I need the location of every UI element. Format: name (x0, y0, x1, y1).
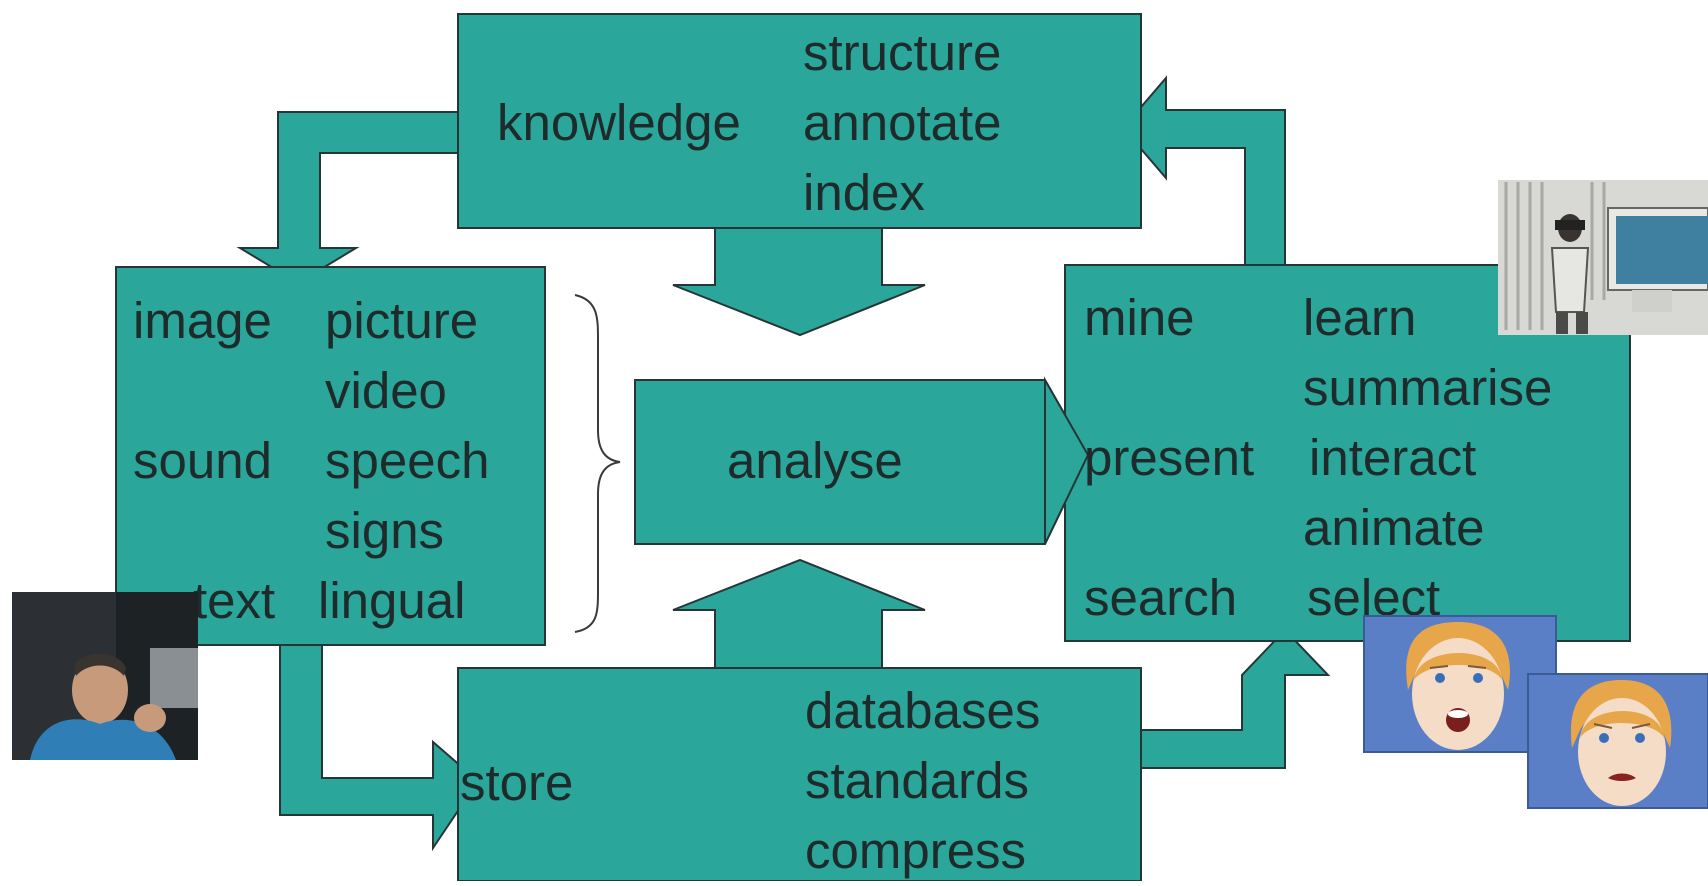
media-item: video (325, 362, 447, 419)
vr-headset-user-photo (1498, 180, 1708, 335)
application-right: interact (1309, 429, 1476, 486)
storage-box (457, 667, 1142, 882)
knowledge-action: annotate (803, 94, 1002, 151)
knowledge-label: knowledge (497, 94, 741, 151)
grouping-brace (574, 294, 621, 633)
analyse-arrow-tip (1044, 376, 1090, 545)
media-item: lingual (318, 572, 465, 629)
application-right: learn (1303, 289, 1416, 346)
arrow-storage-to-analyse (672, 558, 926, 671)
application-right: animate (1303, 499, 1484, 556)
knowledge-box (457, 13, 1142, 229)
media-category: sound (133, 432, 272, 489)
application-left: search (1084, 569, 1237, 626)
media-box (115, 266, 546, 646)
storage-label: store (460, 754, 573, 811)
arrow-knowledge-to-analyse (672, 225, 926, 337)
media-item: picture (325, 292, 478, 349)
animated-face-surprised (1363, 615, 1557, 753)
media-category: text (193, 572, 275, 629)
application-left: mine (1084, 289, 1195, 346)
application-left: present (1084, 429, 1254, 486)
analyse-label: analyse (727, 432, 903, 489)
arrow-knowledge-to-media (236, 111, 459, 285)
knowledge-action: structure (803, 24, 1001, 81)
arrow-media-to-storage (279, 644, 480, 852)
media-item: signs (325, 502, 444, 559)
arrow-storage-to-applications (1139, 628, 1331, 769)
arrow-applications-to-knowledge (1121, 75, 1286, 266)
man-thinking-photo (12, 592, 198, 760)
media-item: speech (325, 432, 489, 489)
storage-action: databases (805, 682, 1040, 739)
storage-action: standards (805, 752, 1029, 809)
storage-action: compress (805, 822, 1026, 879)
media-category: image (133, 292, 272, 349)
animated-face-worried (1527, 673, 1708, 809)
application-right: summarise (1303, 359, 1552, 416)
knowledge-action: index (803, 164, 925, 221)
